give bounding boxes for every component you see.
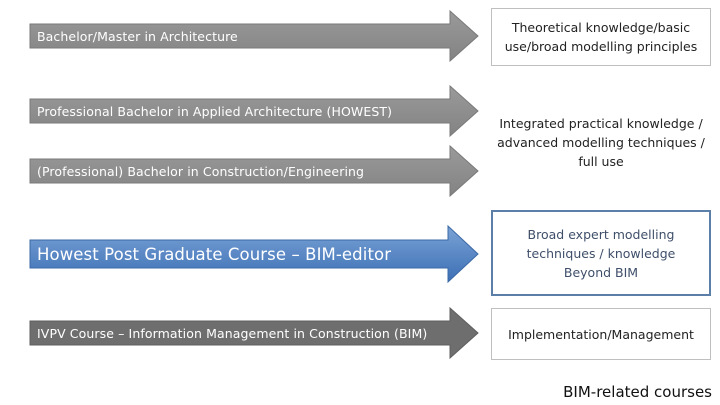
arrow-ivpv-course: IVPV Course – Information Management in …	[29, 306, 479, 360]
arrow-label: Howest Post Graduate Course – BIM-editor	[37, 244, 392, 264]
box-implementation-management: Implementation/Management	[491, 308, 711, 360]
arrow-label: IVPV Course – Information Management in …	[37, 325, 428, 341]
arrow-professional-bachelor-howest: Professional Bachelor in Applied Archite…	[29, 84, 479, 138]
box-broad-expert-modelling: Broad expert modelling techniques / know…	[491, 210, 711, 296]
arrow-bachelor-master-architecture: Bachelor/Master in Architecture	[29, 9, 479, 63]
arrow-shape	[29, 306, 479, 360]
arrow-shape	[29, 224, 479, 284]
arrow-shape	[29, 144, 479, 198]
arrow-shape	[29, 84, 479, 138]
arrow-howest-post-graduate: Howest Post Graduate Course – BIM-editor	[29, 224, 479, 284]
arrow-label: Bachelor/Master in Architecture	[37, 28, 238, 44]
arrow-shape	[29, 9, 479, 63]
arrow-label: Professional Bachelor in Applied Archite…	[37, 103, 393, 119]
box-integrated-practical-knowledge: Integrated practical knowledge / advance…	[491, 108, 711, 176]
caption: BIM-related courses	[563, 383, 712, 401]
box-theoretical-knowledge: Theoretical knowledge/basic use/broad mo…	[491, 8, 711, 66]
box-text: Integrated practical knowledge / advance…	[497, 115, 705, 169]
arrow-label: (Professional) Bachelor in Construction/…	[37, 163, 365, 179]
arrow-bachelor-construction-engineering: (Professional) Bachelor in Construction/…	[29, 144, 479, 198]
box-text: Implementation/Management	[508, 326, 694, 342]
box-text: Theoretical knowledge/basic use/broad mo…	[504, 20, 698, 54]
box-text: Broad expert modelling techniques / know…	[526, 226, 676, 280]
